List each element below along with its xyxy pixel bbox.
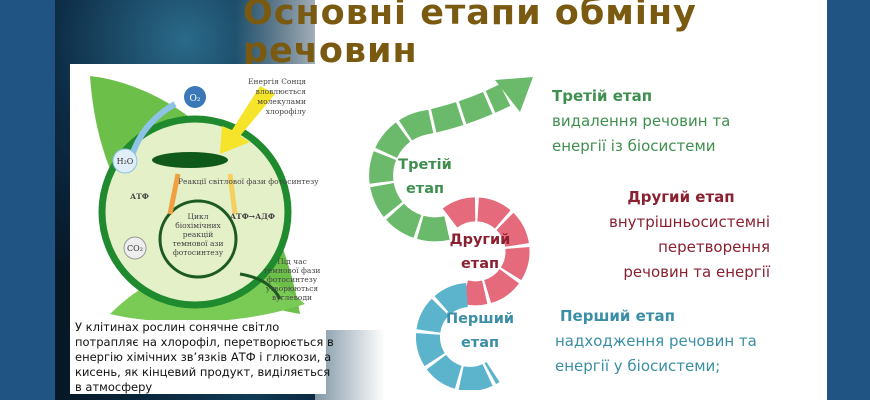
stage3-heading: Третій етап	[552, 87, 653, 105]
cycle-text: реакцій	[183, 230, 214, 239]
diagram-text: Енергія Сонця вловлюється молекулами хло…	[130, 77, 320, 302]
sun-text: хлорофілу	[266, 107, 307, 116]
caption-text: У клітинах рослин сонячне світло потрапл…	[75, 320, 334, 394]
stage3-line: видалення речовин та	[552, 112, 731, 130]
stage2-description: Другий етап внутрішньосистемні перетворе…	[552, 185, 770, 285]
sun-arrow-icon	[220, 86, 275, 154]
carbohydrate-arrow	[239, 272, 282, 300]
co2-bubble	[123, 236, 147, 260]
cycle-text: фотосинтезу	[173, 248, 224, 257]
calvin-cycle-ring	[158, 199, 238, 279]
dark-phase-text: фотосинтезу	[267, 275, 318, 284]
cycle-text: Цикл	[188, 212, 209, 221]
stage2-label: Другий етап	[440, 228, 520, 276]
cycle-text: біохімічних	[175, 221, 221, 230]
background-fade	[235, 0, 365, 70]
dark-phase-text: Під час	[277, 257, 307, 266]
stage1-label: Перший етап	[435, 307, 525, 355]
stage1-line: енергії у біосистеми;	[555, 357, 721, 375]
chloroplast-circle	[98, 115, 292, 309]
stage3-label-line: етап	[405, 181, 445, 197]
stage1-arc	[415, 283, 500, 390]
stage2-label-line: етап	[460, 256, 500, 272]
dark-phase-text: утворюються	[266, 284, 319, 293]
arrow-head-icon	[495, 77, 533, 112]
atp-adp-text: АТФ→АДФ	[230, 212, 275, 221]
stage3-arc	[369, 84, 511, 242]
dark-phase-text: темнової фази	[264, 266, 321, 275]
h2o-label: H₂O	[117, 157, 134, 166]
photosynthesis-diagram: O₂ H₂O CO₂ Енергія Сонця вловлюється мол…	[90, 76, 320, 320]
stage3-label: Третій етап	[385, 153, 465, 201]
thylakoid	[152, 152, 228, 168]
o2-bubble	[184, 86, 206, 108]
o2-label: O₂	[190, 94, 201, 104]
co2-label: CO₂	[127, 244, 143, 253]
sun-text: Енергія Сонця	[248, 77, 306, 86]
stages-spiral	[369, 77, 533, 390]
stage2-line: внутрішньосистемні	[608, 213, 770, 231]
atp-arrow	[167, 173, 181, 215]
adp-arrow	[227, 173, 238, 215]
atp-text: АТФ	[130, 192, 149, 201]
h2o-bubble	[112, 148, 138, 174]
stage1-line: надходження речовин та	[555, 332, 757, 350]
light-phase-text: Реакції світлової фази фотосинтезу	[178, 177, 319, 186]
stage1-label-line: етап	[460, 335, 500, 351]
stage1-description: Перший етап надходження речовин та енерг…	[555, 304, 757, 379]
stage2-line: речовин та енергії	[623, 263, 770, 281]
stage2-label-line: Другий	[449, 232, 511, 248]
stage1-label-line: Перший	[445, 311, 515, 327]
slide: Основні етапи обміну речовин O₂ H₂O CO₂ …	[55, 0, 827, 400]
cycle-text: темнової ази	[172, 239, 223, 248]
stage2-line: перетворення	[658, 238, 770, 256]
stage2-heading: Другий етап	[627, 188, 735, 206]
stage3-line: енергії із біосистеми	[552, 137, 716, 155]
slide-title: Основні етапи обміну речовин	[243, 0, 697, 71]
stage1-heading: Перший етап	[560, 307, 675, 325]
sun-text: молекулами	[257, 97, 306, 106]
dark-phase-text: вуглеводи	[272, 293, 312, 302]
sun-text: вловлюється	[256, 87, 307, 96]
stage2-arc	[442, 197, 530, 306]
stage3-label-line: Третій	[398, 157, 452, 173]
stage3-description: Третій етап видалення речовин та енергії…	[552, 84, 730, 159]
